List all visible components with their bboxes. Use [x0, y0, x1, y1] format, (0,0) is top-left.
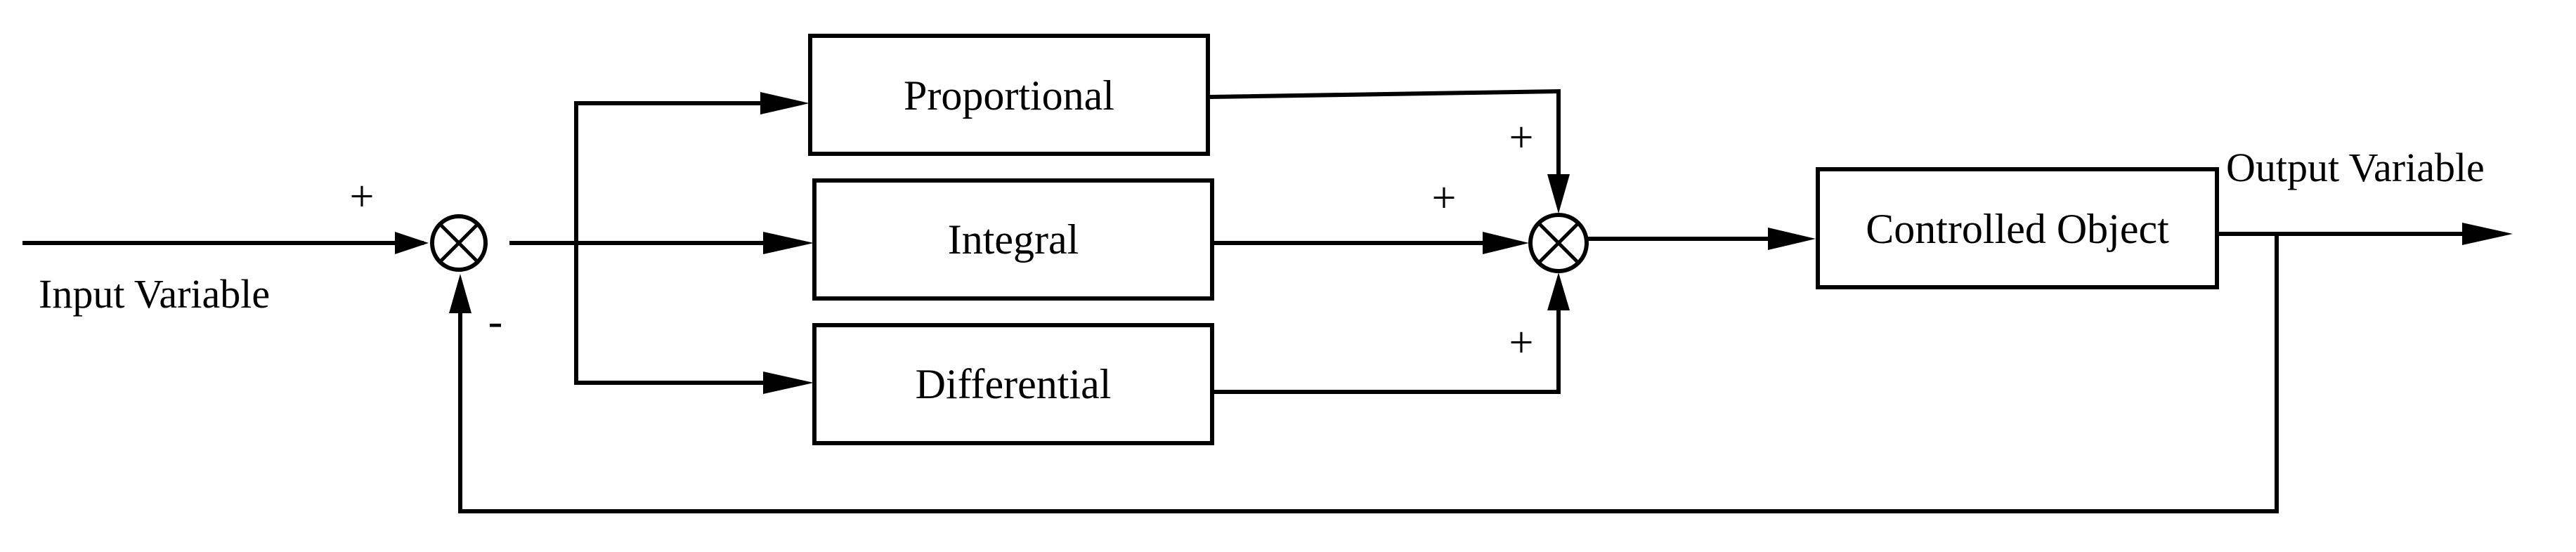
proportional-block: Proportional — [808, 34, 1210, 156]
feedback-arrowhead — [449, 274, 471, 313]
output-summing-junction — [1528, 213, 1589, 273]
integral-label: Integral — [948, 216, 1079, 263]
input-summing-junction — [430, 214, 488, 272]
input-variable-label: Input Variable — [39, 271, 270, 317]
differential-input-arrowhead — [763, 372, 814, 394]
differential-plus-sign: + — [1509, 319, 1534, 367]
proportional-label: Proportional — [904, 72, 1114, 119]
controlled-object-label: Controlled Object — [1866, 206, 2169, 252]
proportional-output-arrowhead — [1547, 174, 1570, 213]
integral-output-arrowhead — [1483, 232, 1529, 254]
differential-output-arrowhead — [1547, 272, 1570, 310]
proportional-plus-sign: + — [1509, 114, 1534, 162]
output-arrowhead — [2462, 223, 2513, 245]
differential-label: Differential — [916, 361, 1112, 407]
integral-input-arrowhead — [763, 232, 814, 254]
proportional-input-arrowhead — [760, 92, 809, 114]
differential-output-wire — [1214, 300, 1561, 394]
differential-block: Differential — [812, 323, 1214, 445]
integral-block: Integral — [812, 178, 1214, 301]
input-arrowhead — [395, 232, 429, 254]
proportional-output-wire — [1209, 88, 1561, 189]
feedback-wire — [458, 232, 2279, 513]
plant-input-arrowhead — [1768, 228, 1816, 250]
feedback-minus-sign: - — [488, 298, 503, 346]
controlled-object-block: Controlled Object — [1816, 167, 2219, 289]
input-plus-sign: + — [350, 173, 375, 221]
output-variable-label: Output Variable — [2226, 145, 2485, 190]
integral-plus-sign: + — [1432, 174, 1457, 222]
